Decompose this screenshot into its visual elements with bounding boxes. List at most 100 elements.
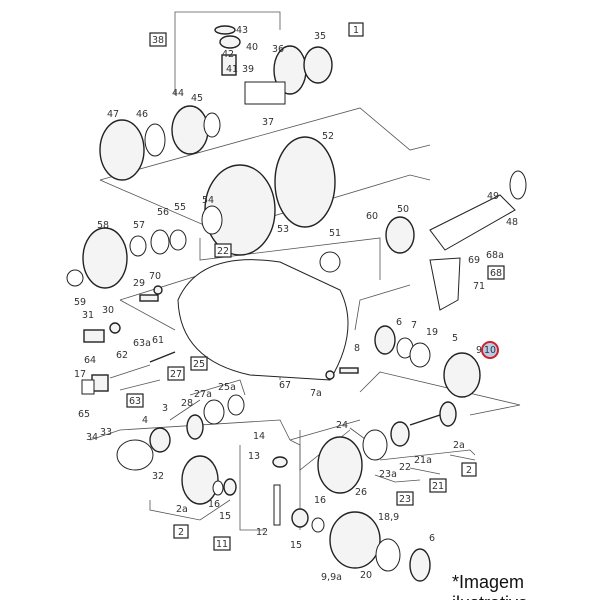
group-box-22[interactable]: 22 (214, 243, 232, 258)
part-6-lower (409, 548, 431, 582)
label-17[interactable]: 17 (74, 369, 86, 380)
part-51 (319, 251, 341, 273)
label-16-left[interactable]: 16 (208, 499, 220, 510)
part-4 (149, 427, 171, 453)
label-61[interactable]: 61 (152, 335, 164, 346)
group-box-68[interactable]: 68 (487, 265, 505, 280)
label-63a[interactable]: 63a (133, 338, 151, 349)
label-5[interactable]: 5 (452, 333, 458, 344)
label-26[interactable]: 26 (355, 487, 367, 498)
svg-text:68: 68 (490, 268, 502, 279)
label-6-lower[interactable]: 6 (429, 533, 435, 544)
label-44[interactable]: 44 (172, 88, 184, 99)
label-3[interactable]: 3 (162, 403, 168, 414)
label-12[interactable]: 12 (256, 527, 268, 538)
part-31 (83, 329, 105, 343)
label-67[interactable]: 67 (279, 380, 291, 391)
label-15-right[interactable]: 15 (290, 540, 302, 551)
group-box-27[interactable]: 27 (167, 366, 185, 381)
label-18-9[interactable]: 18,9 (378, 512, 399, 523)
part-15-right (291, 508, 309, 528)
label-29[interactable]: 29 (133, 278, 145, 289)
label-52[interactable]: 52 (322, 131, 334, 142)
label-45[interactable]: 45 (191, 93, 203, 104)
label-50[interactable]: 50 (397, 204, 409, 215)
label-59[interactable]: 59 (74, 297, 86, 308)
label-39[interactable]: 39 (242, 64, 254, 75)
group-box-25[interactable]: 25 (190, 356, 208, 371)
label-42[interactable]: 42 (222, 49, 234, 60)
label-24[interactable]: 24 (336, 420, 348, 431)
label-2a-lower[interactable]: 2a (176, 504, 188, 515)
label-2a[interactable]: 2a (453, 440, 465, 451)
label-22[interactable]: 22 (399, 462, 411, 473)
label-41[interactable]: 41 (226, 64, 238, 75)
part-29 (139, 294, 159, 302)
label-8[interactable]: 8 (354, 343, 360, 354)
label-69[interactable]: 69 (468, 255, 480, 266)
label-70[interactable]: 70 (149, 271, 161, 282)
label-30[interactable]: 30 (102, 305, 114, 316)
part-20 (375, 538, 401, 572)
label-20[interactable]: 20 (360, 570, 372, 581)
group-box-1[interactable]: 1 (348, 22, 364, 37)
label-62[interactable]: 62 (116, 350, 128, 361)
highlighted-label-10[interactable]: 10 (481, 341, 499, 359)
label-60[interactable]: 60 (366, 211, 378, 222)
label-55[interactable]: 55 (174, 202, 186, 213)
label-43[interactable]: 43 (236, 25, 248, 36)
label-65[interactable]: 65 (78, 409, 90, 420)
label-25a[interactable]: 25a (218, 382, 236, 393)
group-box-2-lower[interactable]: 2 (173, 524, 189, 539)
label-23a[interactable]: 23a (379, 469, 397, 480)
group-box-21[interactable]: 21 (429, 478, 447, 493)
group-labels: 38 1 22 68 63 27 25 2 21 23 2 11 (126, 22, 505, 551)
label-48[interactable]: 48 (506, 217, 518, 228)
label-32[interactable]: 32 (152, 471, 164, 482)
group-box-23[interactable]: 23 (396, 491, 414, 506)
label-4[interactable]: 4 (142, 415, 148, 426)
label-51[interactable]: 51 (329, 228, 341, 239)
group-box-11[interactable]: 11 (213, 536, 231, 551)
label-64[interactable]: 64 (84, 355, 96, 366)
label-58[interactable]: 58 (97, 220, 109, 231)
part-16-right (311, 517, 325, 533)
label-49[interactable]: 49 (487, 191, 499, 202)
label-40[interactable]: 40 (246, 42, 258, 53)
label-56[interactable]: 56 (157, 207, 169, 218)
label-9-9a[interactable]: 9,9a (321, 572, 342, 583)
part-2a-shaft (409, 414, 441, 426)
label-35[interactable]: 35 (314, 31, 326, 42)
label-15-left[interactable]: 15 (219, 511, 231, 522)
label-13[interactable]: 13 (248, 451, 260, 462)
label-28[interactable]: 28 (181, 398, 193, 409)
label-14[interactable]: 14 (253, 431, 265, 442)
group-box-63[interactable]: 63 (126, 393, 144, 408)
label-71[interactable]: 71 (473, 281, 485, 292)
label-27a[interactable]: 27a (194, 389, 212, 400)
label-9[interactable]: 9 (476, 345, 482, 356)
label-46[interactable]: 46 (136, 109, 148, 120)
group-box-38[interactable]: 38 (149, 32, 167, 47)
label-54[interactable]: 54 (202, 195, 214, 206)
part-28 (186, 414, 204, 440)
part-16-left (212, 480, 224, 496)
label-47[interactable]: 47 (107, 109, 119, 120)
group-box-2[interactable]: 2 (461, 462, 477, 477)
label-57[interactable]: 57 (133, 220, 145, 231)
label-16-right[interactable]: 16 (314, 495, 326, 506)
label-53[interactable]: 53 (277, 224, 289, 235)
label-7[interactable]: 7 (411, 320, 417, 331)
label-21a[interactable]: 21a (414, 455, 432, 466)
label-7a[interactable]: 7a (310, 388, 322, 399)
label-36[interactable]: 36 (272, 44, 284, 55)
illustrative-image-caption: *Imagem ilustrativa (452, 572, 528, 600)
label-19[interactable]: 19 (426, 327, 438, 338)
label-37[interactable]: 37 (262, 117, 274, 128)
label-6[interactable]: 6 (396, 317, 402, 328)
label-68a[interactable]: 68a (486, 250, 504, 261)
label-34[interactable]: 34 (86, 432, 98, 443)
label-33[interactable]: 33 (100, 427, 112, 438)
label-31[interactable]: 31 (82, 310, 94, 321)
part-19 (409, 342, 431, 368)
